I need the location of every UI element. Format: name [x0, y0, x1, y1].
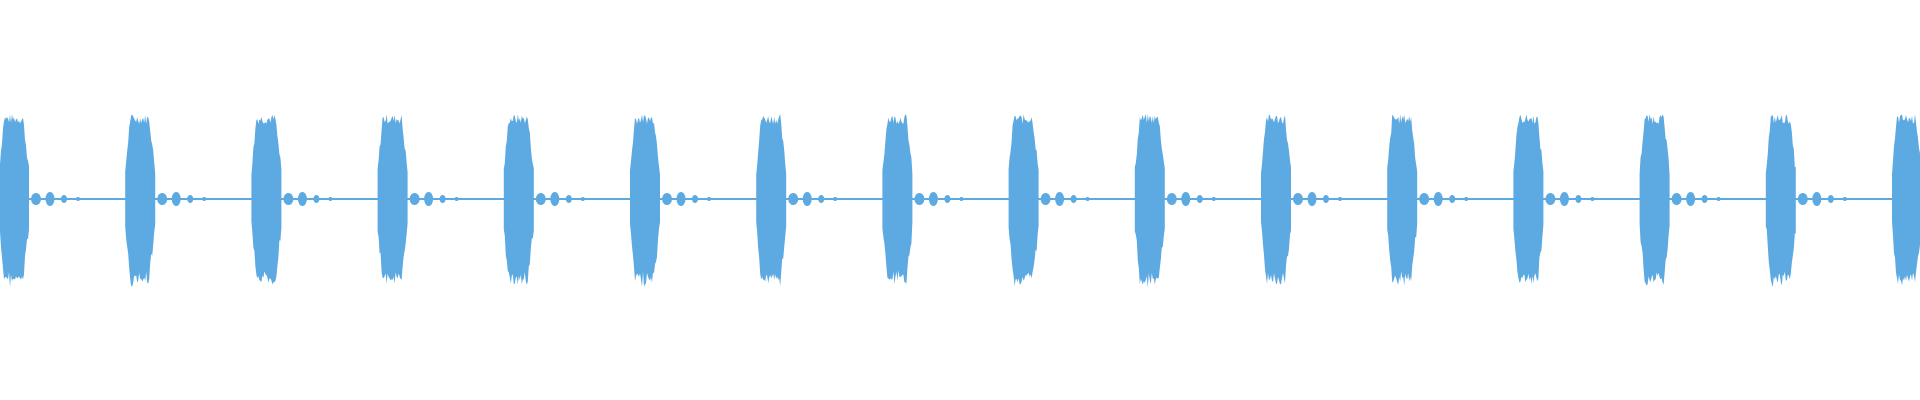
waveform-tail-blip	[676, 192, 686, 206]
waveform-tail-blip	[171, 192, 181, 206]
waveform-tail-blip	[424, 192, 434, 206]
waveform-tail-blip	[1464, 197, 1469, 201]
waveform-tail-blip	[439, 195, 446, 203]
waveform-tail-blip	[1559, 192, 1569, 206]
waveform-tail-blip	[662, 193, 672, 205]
waveform-tail-blip	[1196, 195, 1203, 203]
waveform-tail-blip	[157, 193, 168, 205]
waveform-tail-blip	[31, 193, 41, 205]
waveform-tail-blip	[1433, 192, 1443, 206]
waveform-tail-blip	[692, 195, 698, 203]
waveform-burst	[756, 114, 787, 286]
waveform-tail-blip	[1323, 195, 1329, 203]
waveform-tail-blip	[944, 195, 951, 203]
waveform-tail-blip	[1842, 197, 1847, 201]
waveform-tail-blip	[76, 197, 80, 201]
waveform-burst	[1387, 114, 1418, 286]
waveform-tail-blip	[535, 193, 546, 205]
waveform-tail-blip	[959, 197, 964, 201]
waveform-tail-blip	[1575, 195, 1582, 203]
waveform-tail-blip	[1812, 192, 1822, 206]
waveform-tail-blip	[914, 193, 925, 205]
waveform-tail-blip	[1827, 195, 1834, 203]
waveform-burst	[1892, 114, 1920, 286]
waveform-tail-blip	[187, 195, 194, 203]
waveform-tail-blip	[550, 192, 560, 206]
waveform-tail-blip	[1085, 197, 1090, 201]
waveform-burst	[1008, 114, 1039, 287]
waveform-burst	[1765, 114, 1796, 287]
waveform-burst	[125, 114, 156, 287]
waveform-burst	[503, 114, 534, 285]
waveform-tail-blip	[580, 197, 585, 201]
waveform-tail-blip	[1419, 193, 1430, 205]
waveform-burst	[1639, 114, 1670, 286]
waveform-tail-blip	[1671, 193, 1682, 205]
waveform-tail-blip	[1449, 195, 1456, 203]
waveform-tail-blip	[409, 193, 420, 205]
waveform-tail-blip	[1307, 192, 1317, 206]
waveform-tail-blip	[283, 193, 294, 205]
waveform-tail-blip	[707, 197, 711, 201]
waveform-burst	[1513, 114, 1544, 284]
waveform-tail-blip	[928, 192, 938, 206]
waveform-tail-blip	[788, 193, 799, 205]
waveform-tail-blip	[454, 197, 459, 201]
waveform-tail-blip	[45, 192, 55, 206]
waveform-tail-blip	[1545, 193, 1556, 205]
waveform-tail-blip	[1590, 197, 1595, 201]
waveform-burst	[1261, 114, 1291, 285]
waveform-tail-blip	[1716, 197, 1721, 201]
waveform-tail-blip	[1293, 193, 1303, 205]
waveform-tail-blip	[565, 195, 572, 203]
waveform-tail-blip	[1797, 193, 1808, 205]
waveform-tail-blip	[313, 195, 320, 203]
waveform-tail-blip	[1211, 197, 1216, 201]
waveform-tail-blip	[1181, 192, 1191, 206]
waveform-tail-blip	[1686, 192, 1696, 206]
waveform-tail-blip	[1070, 195, 1077, 203]
waveform-tail-blip	[297, 192, 307, 206]
waveform-tail-blip	[818, 195, 825, 203]
waveform-burst	[1134, 114, 1165, 288]
waveform-tail-blip	[328, 197, 333, 201]
waveform-burst	[882, 114, 913, 285]
waveform-burst	[0, 114, 29, 288]
waveform-tail-blip	[1338, 197, 1342, 201]
waveform-burst	[251, 114, 282, 285]
waveform-burst	[377, 114, 408, 284]
waveform-tail-blip	[1166, 193, 1177, 205]
waveform-bursts	[0, 114, 1920, 288]
waveform-tail-blip	[1055, 192, 1065, 206]
waveform-tail-blip	[1040, 193, 1051, 205]
waveform-tail-blip	[1701, 195, 1708, 203]
waveform-tail-blip	[61, 195, 67, 203]
waveform-tail-blip	[802, 192, 812, 206]
waveform-tail-blip	[833, 197, 838, 201]
waveform-tail-blip	[202, 197, 207, 201]
waveform-burst	[630, 114, 660, 287]
